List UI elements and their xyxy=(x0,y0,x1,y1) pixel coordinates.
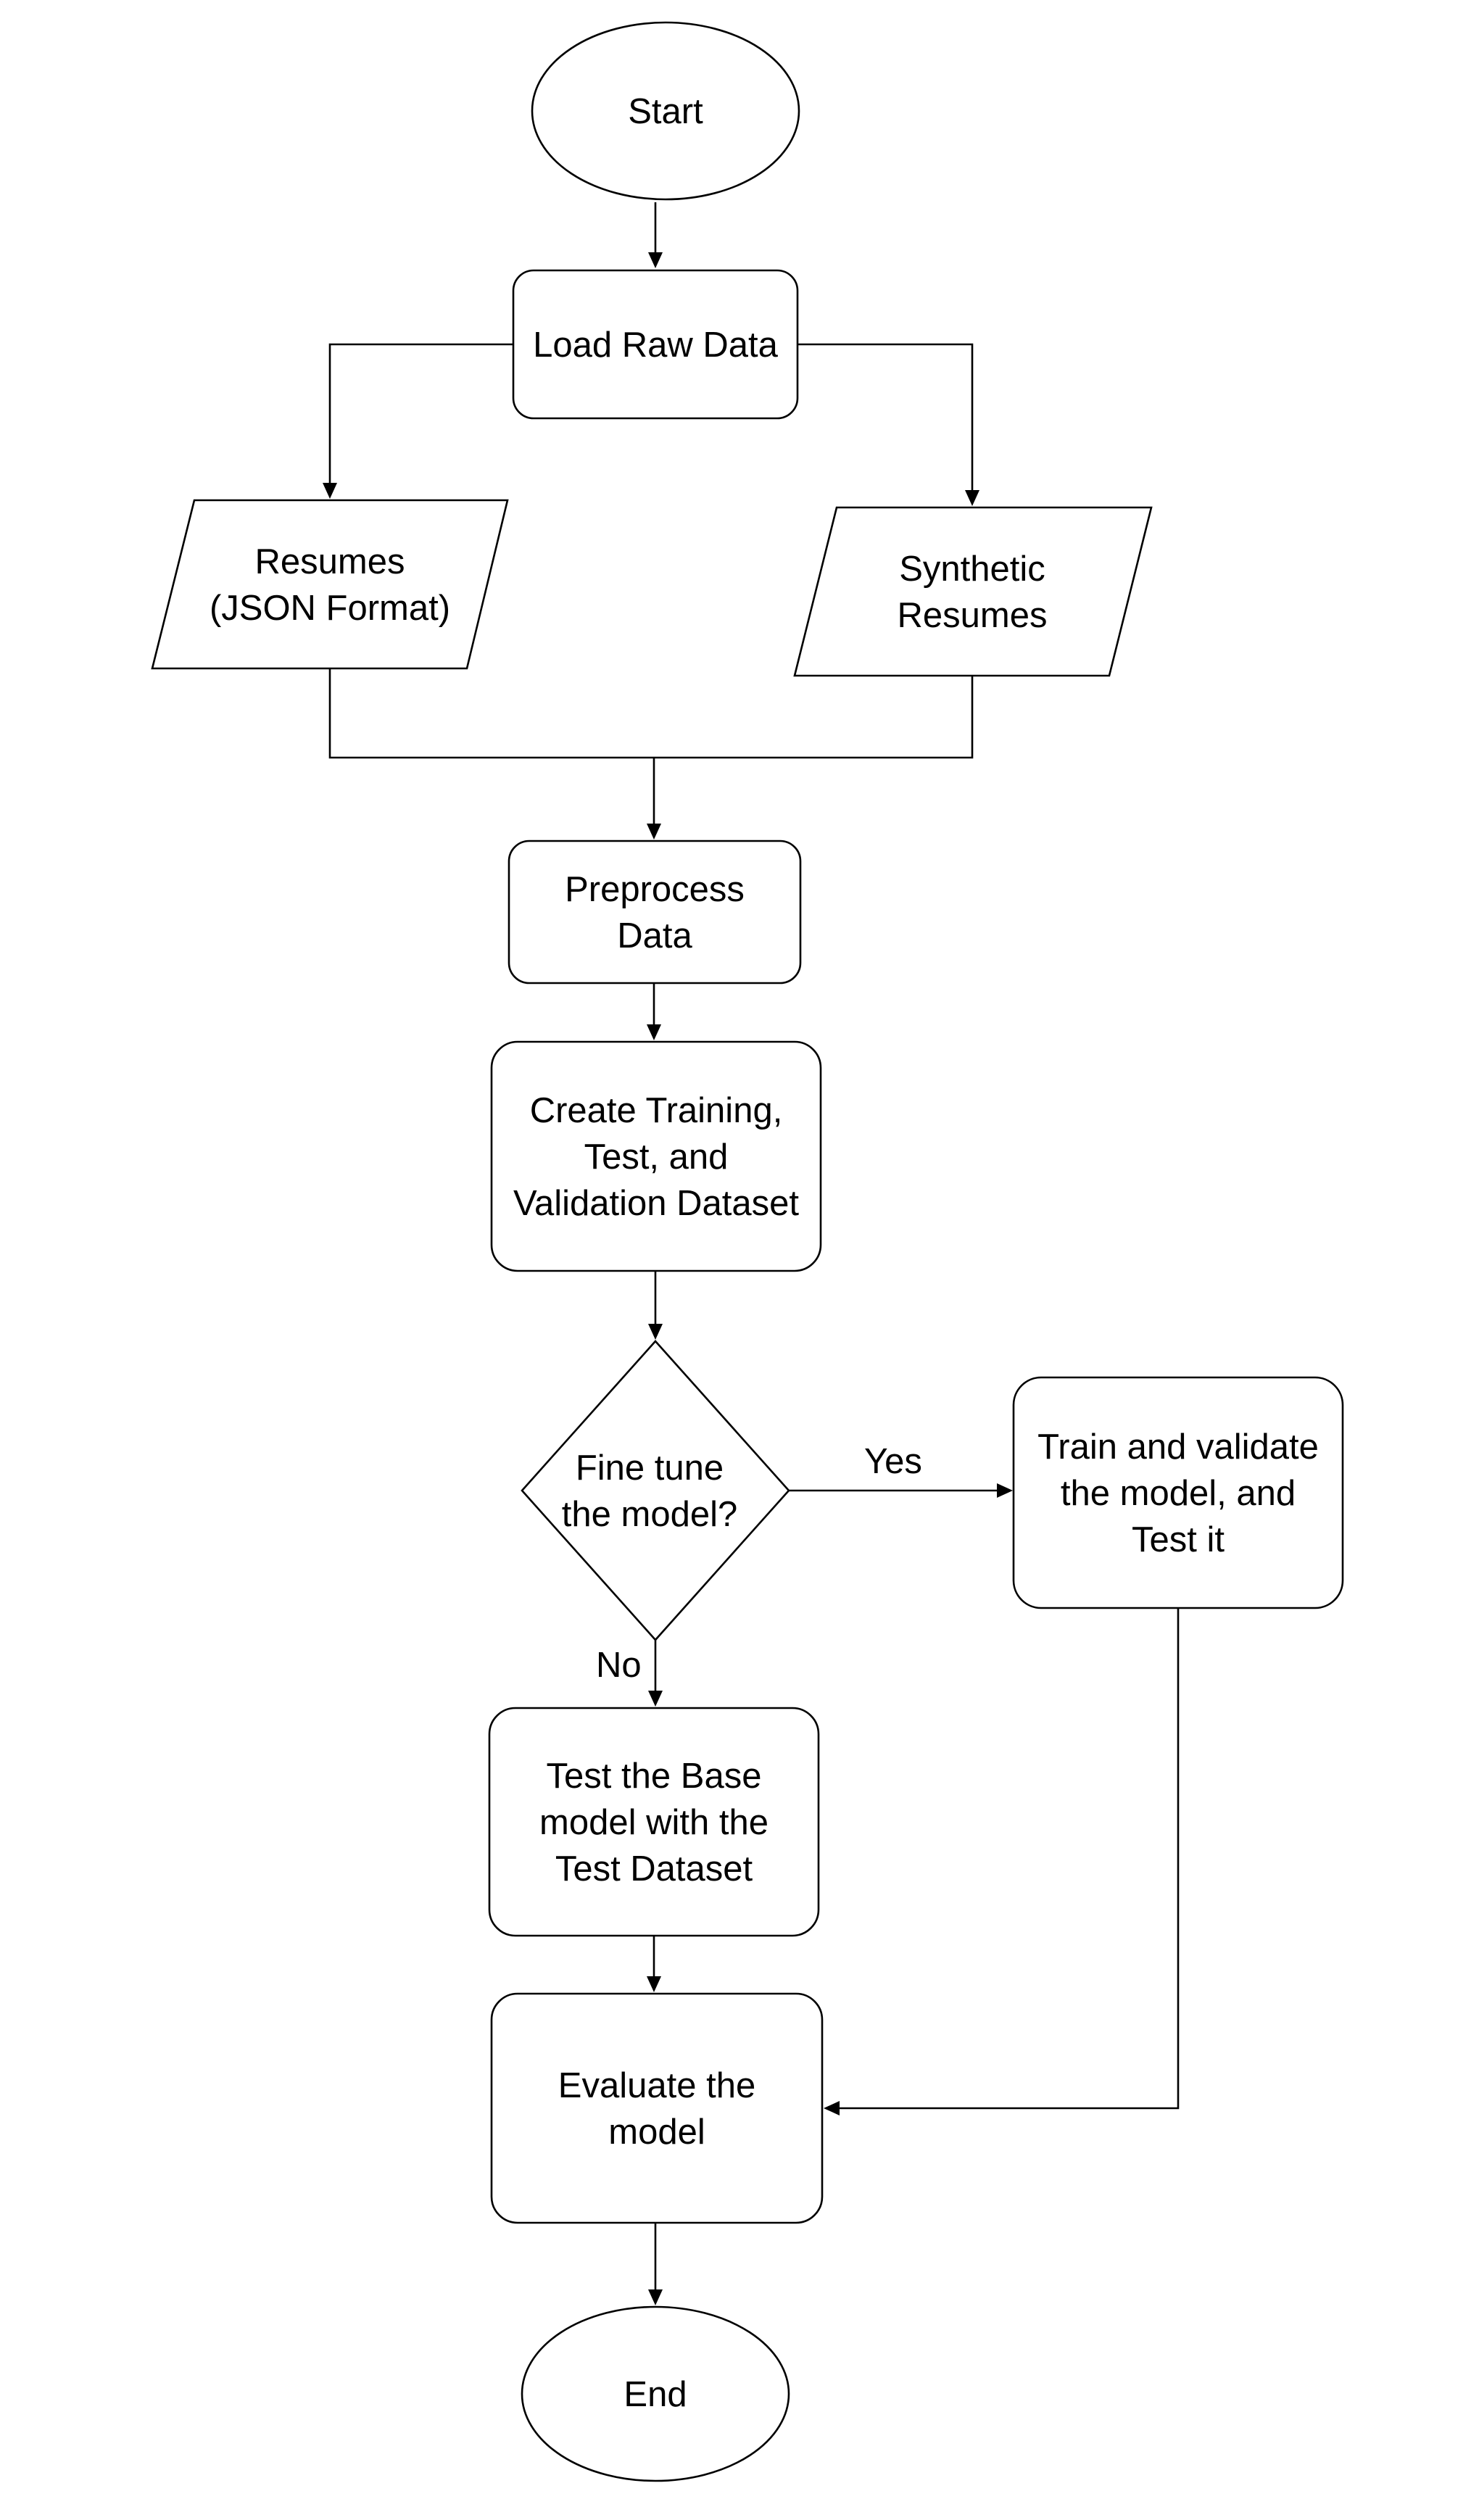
node-label-line: Create Training, xyxy=(530,1091,783,1130)
arrowhead xyxy=(647,1976,661,1992)
node-label-line: model with the xyxy=(539,1803,768,1842)
arrowhead xyxy=(648,252,663,268)
arrowhead xyxy=(824,2101,840,2115)
node-load-raw-data: Load Raw Data xyxy=(512,269,799,420)
node-label-line: the model? xyxy=(562,1495,737,1534)
node-label-line: (JSON Format) xyxy=(210,589,450,628)
node-label-line: the model, and xyxy=(1061,1474,1296,1513)
arrowhead xyxy=(647,824,661,840)
arrowhead xyxy=(648,1324,663,1340)
nodes: Start Load Raw Data Resumes (JSON Format)… xyxy=(151,21,1344,2482)
node-label-line: Test Dataset xyxy=(555,1849,753,1889)
arrowhead xyxy=(647,1024,661,1040)
node-evaluate-model: Evaluate the model xyxy=(490,1992,824,2224)
node-label-line: Test it xyxy=(1132,1520,1225,1559)
node-label-line: model xyxy=(608,2113,705,2152)
node-label-line: Resumes xyxy=(898,596,1048,635)
node-label-line: Preprocess xyxy=(565,870,745,909)
edge-label-yes: Yes xyxy=(864,1442,922,1481)
node-label: Start xyxy=(628,92,703,131)
node-label-line: Synthetic xyxy=(899,550,1045,589)
node-label-line: Test, and xyxy=(584,1137,729,1177)
edge-load-to-resumes xyxy=(328,343,513,483)
node-label-line: Evaluate the xyxy=(558,2066,755,2105)
node-resumes: Resumes (JSON Format) xyxy=(151,499,509,670)
node-end: End xyxy=(521,2305,790,2482)
node-label-line: Validation Dataset xyxy=(513,1184,799,1223)
node-label-line: Fine tune xyxy=(576,1448,724,1488)
node-label-line: Test the Base xyxy=(547,1757,762,1796)
edge-label-no: No xyxy=(596,1646,642,1685)
node-label-line: Resumes xyxy=(255,542,405,581)
node-label-line: Start xyxy=(628,92,703,131)
node-label: Load Raw Data xyxy=(533,326,779,365)
node-label-line: Train and validate xyxy=(1037,1427,1319,1467)
node-label-line: Load Raw Data xyxy=(533,326,779,365)
edge-resumes-merge xyxy=(328,668,974,759)
edge-load-to-synthetic xyxy=(798,343,974,490)
node-label: Fine tune the model? xyxy=(562,1448,737,1534)
node-label: End xyxy=(624,2375,687,2414)
edges xyxy=(323,202,1180,2305)
node-label-line: End xyxy=(624,2375,687,2414)
arrowhead xyxy=(648,2289,663,2305)
node-label-line: Data xyxy=(617,916,692,956)
arrowhead xyxy=(648,1691,663,1707)
arrowhead xyxy=(997,1483,1013,1498)
node-decision-fine-tune: Fine tune the model? xyxy=(521,1340,790,1641)
edge-train-to-evaluate xyxy=(840,1608,1180,2110)
node-label: Resumes (JSON Format) xyxy=(210,542,450,628)
arrowhead xyxy=(323,483,337,499)
node-start: Start xyxy=(531,21,800,201)
node-label: Evaluate the model xyxy=(558,2066,755,2152)
arrowhead xyxy=(965,490,979,506)
